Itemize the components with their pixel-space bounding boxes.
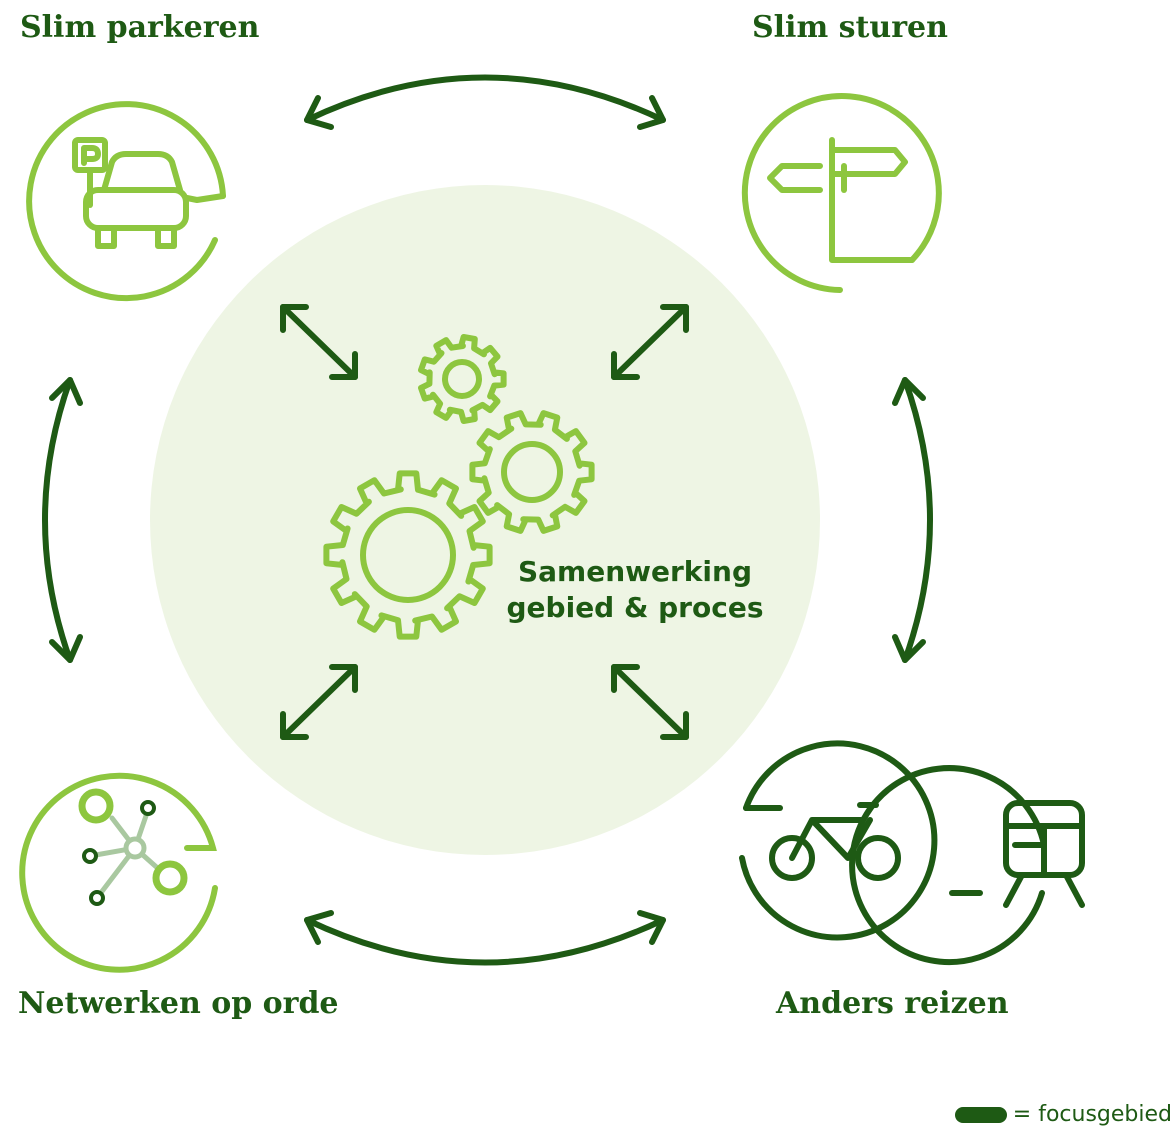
arrow-right xyxy=(892,377,933,663)
arrow-diag-bottom-right xyxy=(611,664,689,740)
car-parking-icon xyxy=(26,101,226,302)
node-label-parkeren: Slim parkeren xyxy=(20,10,260,45)
signpost-icon xyxy=(741,93,942,293)
node-label-sturen: Slim sturen xyxy=(752,10,948,45)
gears-icon xyxy=(323,334,595,640)
gear-med-outline xyxy=(469,410,595,534)
legend-swatch xyxy=(954,1107,1007,1123)
arrow-diag-top-left xyxy=(280,304,358,380)
small-gear-icon xyxy=(418,334,507,424)
gear-small-hole xyxy=(442,359,482,399)
arrow-bottom xyxy=(304,910,666,966)
gear-big-hole xyxy=(360,507,456,603)
gear-small-outline xyxy=(418,334,507,424)
legend: = focusgebied xyxy=(954,1101,1172,1129)
arrow-diag-top-right xyxy=(611,304,689,380)
bicycle-train-icon xyxy=(739,740,1085,966)
node-label-reizen: Anders reizen xyxy=(776,986,1009,1021)
gear-big-outline xyxy=(323,470,493,640)
arrow-diag-bottom-left xyxy=(280,664,358,740)
arrow-left xyxy=(42,377,83,663)
large-gear-icon xyxy=(323,470,493,640)
medium-gear-icon xyxy=(469,410,595,534)
gear-med-hole xyxy=(501,441,563,503)
network-icon xyxy=(19,772,218,973)
arrow-top xyxy=(304,74,666,130)
legend-text: = focusgebied xyxy=(1012,1102,1172,1127)
node-label-netwerken: Netwerken op orde xyxy=(18,986,339,1021)
center-title: Samenwerking gebied & proces xyxy=(506,555,764,624)
